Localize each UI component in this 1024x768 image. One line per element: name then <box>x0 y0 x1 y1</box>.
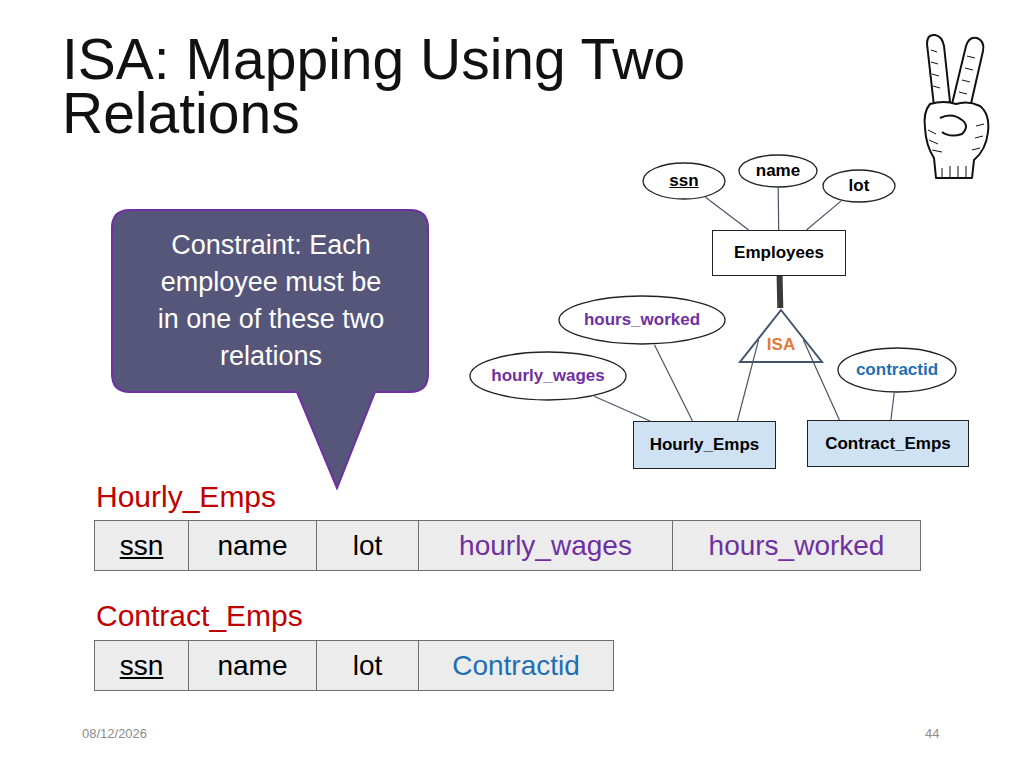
hand-hatching <box>928 50 984 178</box>
slide-title: ISA: Mapping Using Two Relations <box>62 32 742 140</box>
node-label: contractid <box>856 360 938 380</box>
table-cell-box: lot <box>316 640 419 691</box>
connector-line <box>654 345 692 421</box>
connector-line <box>706 197 749 230</box>
middle-finger <box>952 38 983 108</box>
attribute-ellipse: contractid <box>837 347 957 393</box>
table-cell: ssn <box>120 530 164 562</box>
node-label: Hourly_Emps <box>650 435 760 455</box>
table-cell-box: lot <box>316 520 419 571</box>
node-text-area: hourly_wages <box>469 351 627 401</box>
finger-hatch <box>931 50 975 94</box>
page-number: 44 <box>925 726 939 741</box>
isa-link <box>777 276 784 308</box>
callout-bubble: Constraint: Each employee must be in one… <box>110 208 432 492</box>
page-number-box: 44 <box>925 726 965 742</box>
ellipse-shape <box>739 155 817 187</box>
triangle-shape <box>740 310 822 362</box>
table-cell: Contractid <box>452 650 580 682</box>
table-cell: ssn <box>120 650 164 682</box>
slide-date-box: 08/12/2026 <box>82 726 202 742</box>
node-text-area: lot <box>822 169 896 203</box>
node-label: hourly_wages <box>491 366 604 386</box>
table-cell-box: Contractid <box>418 640 614 691</box>
connector-line <box>807 201 842 230</box>
table-name: Contract_Emps <box>96 599 303 632</box>
table-cell-box: ssn <box>94 640 189 691</box>
node-text-area: ssn <box>642 162 726 200</box>
table-cell: lot <box>353 530 383 562</box>
table-cell-box: hourly_wages <box>418 520 673 571</box>
slide-date: 08/12/2026 <box>82 726 147 741</box>
node-label: Contract_Emps <box>825 434 951 454</box>
callout-shape <box>112 210 428 488</box>
ellipse-shape <box>643 163 725 199</box>
table-name: Hourly_Emps <box>96 480 276 513</box>
thumb <box>940 115 966 135</box>
node-label: hours_worked <box>584 310 700 330</box>
palm <box>925 102 989 178</box>
table-cell-box: hours_worked <box>672 520 921 571</box>
attribute-ellipse: hours_worked <box>558 295 726 345</box>
node-text-area: Employees <box>713 231 845 275</box>
table-name-box: Contract_Emps <box>96 598 396 634</box>
ellipse-shape <box>838 348 956 392</box>
table-cell: name <box>217 650 287 682</box>
table-cell: hours_worked <box>709 530 885 562</box>
attribute-ellipse: lot <box>822 169 896 203</box>
connector-line <box>778 188 780 230</box>
node-label: ssn <box>669 171 698 191</box>
table-cell: hourly_wages <box>459 530 632 562</box>
node-text-area: ISA <box>738 334 824 356</box>
node-label: Constraint: Each employee must be in one… <box>152 227 390 375</box>
node-text-area: Contract_Emps <box>808 421 968 466</box>
entity-box: Employees <box>712 230 846 276</box>
attribute-ellipse: hourly_wages <box>469 351 627 401</box>
node-label: Employees <box>734 243 824 263</box>
ellipse-shape <box>823 170 895 202</box>
node-text-area: Hourly_Emps <box>634 422 775 468</box>
connector-line <box>594 396 650 421</box>
attribute-ellipse: name <box>738 154 818 188</box>
node-text-area: contractid <box>837 347 957 393</box>
node-label: ISA <box>767 335 795 355</box>
peace-hand <box>925 35 989 178</box>
ellipse-shape <box>470 352 626 400</box>
table-cell-box: name <box>188 640 317 691</box>
connector-line <box>891 393 894 420</box>
table-cell: lot <box>353 650 383 682</box>
node-text-area: hours_worked <box>558 295 726 345</box>
node-label: name <box>756 161 800 181</box>
entity-box: Contract_Emps <box>807 420 969 467</box>
node-text-area: Constraint: Each employee must be in one… <box>152 210 390 392</box>
isa-triangle: ISA <box>738 308 824 364</box>
entity-box: Hourly_Emps <box>633 421 776 469</box>
table-cell-box: name <box>188 520 317 571</box>
table-cell-box: ssn <box>94 520 189 571</box>
node-label: lot <box>849 176 870 196</box>
table-name-box: Hourly_Emps <box>96 479 396 515</box>
node-text-area: name <box>738 154 818 188</box>
table-cell: name <box>217 530 287 562</box>
palm-hatch <box>928 124 984 178</box>
ellipse-shape <box>559 296 725 344</box>
key-attribute-ellipse: ssn <box>642 162 726 200</box>
index-finger <box>927 35 950 106</box>
